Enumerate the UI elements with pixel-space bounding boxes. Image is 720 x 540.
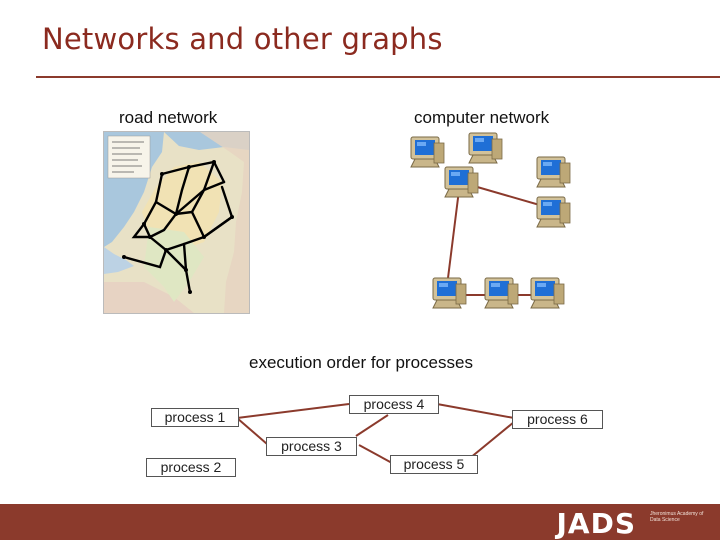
process-1-node: process 1 — [151, 408, 239, 427]
jads-logo-subtitle: Jheronimus Academy of Data Science — [650, 511, 704, 523]
process-6-node: process 6 — [512, 410, 603, 429]
road-network-map — [103, 131, 250, 314]
title-divider — [36, 76, 720, 78]
process-2-node: process 2 — [146, 458, 236, 477]
footer-bar: JADS Jheronimus Academy of Data Science — [0, 504, 720, 540]
jads-logo: JADS — [556, 507, 636, 540]
computer-network-diagram — [410, 132, 571, 309]
netherlands-map-icon — [104, 132, 249, 313]
computer-network-label: computer network — [414, 108, 550, 127]
process-3-node: process 3 — [266, 437, 357, 456]
slide-title: Networks and other graphs — [42, 22, 443, 56]
road-network-label: road network — [119, 108, 218, 127]
process-diagram-label: execution order for processes — [249, 353, 473, 372]
process-4-node: process 4 — [349, 395, 439, 414]
process-5-node: process 5 — [390, 455, 478, 474]
